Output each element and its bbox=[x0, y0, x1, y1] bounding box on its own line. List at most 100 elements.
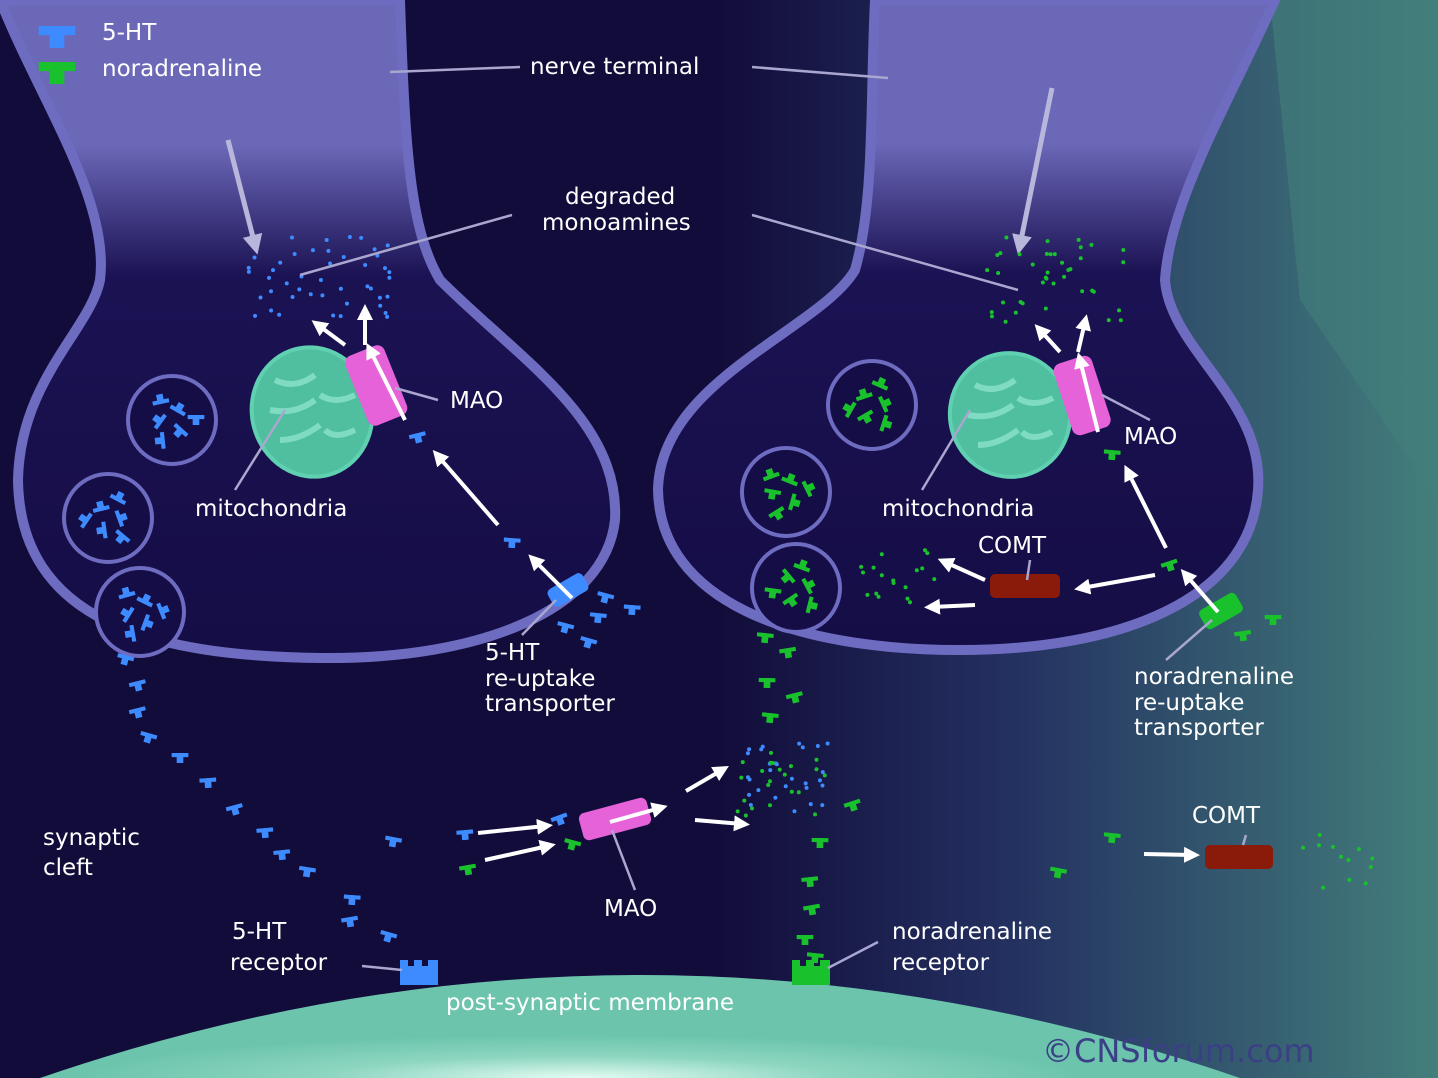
degraded-monoamine-dot bbox=[328, 261, 333, 266]
degraded-monoamine-dot bbox=[292, 251, 297, 256]
degraded-monoamine-dot bbox=[735, 809, 740, 814]
degraded-monoamine-dot bbox=[1346, 857, 1351, 862]
degraded-monoamine-dot bbox=[743, 813, 748, 818]
label-na-transporter-2: re-uptake bbox=[1134, 690, 1244, 716]
degraded-monoamine-dot bbox=[745, 751, 750, 756]
degraded-monoamine-dot bbox=[1121, 248, 1126, 253]
degraded-monoamine-dot bbox=[740, 760, 745, 765]
mao-left bbox=[345, 345, 408, 426]
degraded-monoamine-dot bbox=[290, 295, 295, 300]
degraded-monoamine-dot bbox=[748, 803, 753, 808]
degraded-monoamine-dot bbox=[1339, 854, 1344, 859]
comt-cleft bbox=[1205, 845, 1273, 869]
degraded-monoamine-dot bbox=[271, 268, 276, 273]
degraded-monoamine-dot bbox=[773, 795, 778, 800]
degraded-monoamine-dot bbox=[368, 286, 373, 291]
legend-5ht-label: 5-HT bbox=[102, 20, 157, 46]
degraded-monoamine-dot bbox=[907, 600, 912, 605]
degraded-monoamine-dot bbox=[792, 809, 797, 814]
degraded-monoamine-dot bbox=[820, 783, 825, 788]
degraded-monoamine-dot bbox=[797, 741, 802, 746]
label-mao-cleft: MAO bbox=[604, 896, 657, 922]
degraded-monoamine-dot bbox=[341, 255, 346, 260]
degraded-monoamine-dot bbox=[1316, 843, 1321, 848]
degraded-monoamine-dot bbox=[871, 565, 876, 570]
degraded-monoamine-dot bbox=[1043, 275, 1048, 280]
degraded-monoamine-dot bbox=[865, 592, 870, 597]
degraded-monoamine-dot bbox=[788, 764, 793, 769]
mitochondria-right bbox=[947, 351, 1073, 479]
label-synaptic-cleft-1: synaptic bbox=[43, 825, 140, 851]
degraded-monoamine-dot bbox=[308, 292, 313, 297]
degraded-monoamine-dot bbox=[258, 295, 263, 300]
flow-arrows bbox=[225, 87, 1220, 863]
degraded-monoamine-dot bbox=[338, 286, 343, 291]
degraded-monoamine-dot bbox=[813, 812, 818, 817]
label-ht-transporter-2: re-uptake bbox=[485, 666, 595, 692]
label-comt-cleft: COMT bbox=[1192, 803, 1261, 829]
label-mitochondria-left: mitochondria bbox=[195, 496, 347, 522]
degraded-monoamine-dot bbox=[932, 577, 937, 582]
degraded-monoamine-dot bbox=[822, 773, 827, 778]
degraded-monoamine-dot bbox=[766, 783, 771, 788]
degraded-monoamine-dot bbox=[989, 310, 994, 315]
degraded-monoamine-dot bbox=[998, 251, 1003, 256]
degraded-monoamine-dot bbox=[996, 270, 1001, 275]
degraded-monoamine-dot bbox=[760, 769, 765, 774]
degraded-monoamine-dot bbox=[804, 785, 809, 790]
degraded-monoamine-dot bbox=[860, 570, 865, 575]
degraded-monoamine-dot bbox=[284, 281, 289, 286]
vesicle bbox=[94, 566, 186, 658]
mao-right bbox=[1053, 355, 1111, 436]
degraded-monoamine-dot bbox=[365, 284, 370, 289]
degraded-monoamine-dot bbox=[985, 268, 990, 273]
degraded-monoamine-dot bbox=[1001, 300, 1006, 305]
degraded-monoamine-dot bbox=[1030, 262, 1035, 267]
label-mitochondria-right: mitochondria bbox=[882, 496, 1034, 522]
vesicle bbox=[126, 374, 218, 466]
degraded-monoamine-dot bbox=[995, 252, 1000, 257]
vesicle bbox=[62, 472, 154, 564]
pointer-lines bbox=[233, 65, 1248, 972]
degraded-monoamine-dot bbox=[1017, 252, 1022, 257]
degraded-monoamine-dot bbox=[768, 768, 773, 773]
label-degraded-1: degraded bbox=[565, 184, 675, 210]
degraded-monoamine-dot bbox=[1045, 239, 1050, 244]
degraded-monoamine-dot bbox=[756, 788, 761, 793]
degraded-monoamine-dot bbox=[252, 255, 257, 260]
degraded-monoamine-dot bbox=[903, 585, 908, 590]
degraded-monoamine-dot bbox=[803, 781, 808, 786]
degraded-monoamine-dot bbox=[338, 314, 343, 319]
degraded-monoamine-dot bbox=[324, 237, 329, 242]
degraded-monoamine-dot bbox=[742, 798, 747, 803]
label-na-transporter-1: noradrenaline bbox=[1134, 664, 1294, 690]
degraded-monoamine-dot bbox=[1330, 844, 1335, 849]
comt-inside bbox=[990, 574, 1060, 598]
post-synaptic-membrane bbox=[40, 975, 1240, 1078]
degraded-monoamine-dot bbox=[879, 573, 884, 578]
degraded-monoamine-dot bbox=[820, 803, 825, 808]
degraded-monoamine-dot bbox=[385, 294, 390, 299]
degraded-monoamine-dot bbox=[1018, 299, 1023, 304]
label-synaptic-cleft-2: cleft bbox=[43, 855, 93, 881]
label-ht-receptor-1: 5-HT bbox=[232, 919, 287, 945]
degraded-monoamine-dot bbox=[1051, 281, 1056, 286]
degraded-monoamine-dot bbox=[347, 234, 352, 239]
degraded-monoamine-dot bbox=[770, 761, 775, 766]
degraded-monoamine-dot bbox=[269, 308, 274, 313]
degraded-monoamine-dot bbox=[290, 235, 295, 240]
degraded-monoamine-dot bbox=[310, 248, 315, 253]
degraded-monoamine-dot bbox=[800, 745, 805, 750]
top-right-teal bbox=[1270, 0, 1438, 500]
label-ht-receptor-2: receptor bbox=[230, 950, 328, 976]
degraded-monoamine-dot bbox=[905, 596, 910, 601]
degraded-monoamine-dot bbox=[1356, 847, 1361, 852]
label-post-synaptic-membrane: post-synaptic membrane bbox=[446, 990, 734, 1016]
degraded-monoamine-dot bbox=[246, 269, 251, 274]
degraded-monoamine-dot bbox=[815, 744, 820, 749]
legend: 5-HT noradrenaline bbox=[38, 20, 262, 84]
degraded-monoamine-dot bbox=[1060, 260, 1065, 265]
degraded-monoamine-dot bbox=[814, 767, 819, 772]
degraded-monoamine-dot bbox=[820, 770, 825, 775]
degraded-monoamine-dot bbox=[859, 564, 864, 569]
